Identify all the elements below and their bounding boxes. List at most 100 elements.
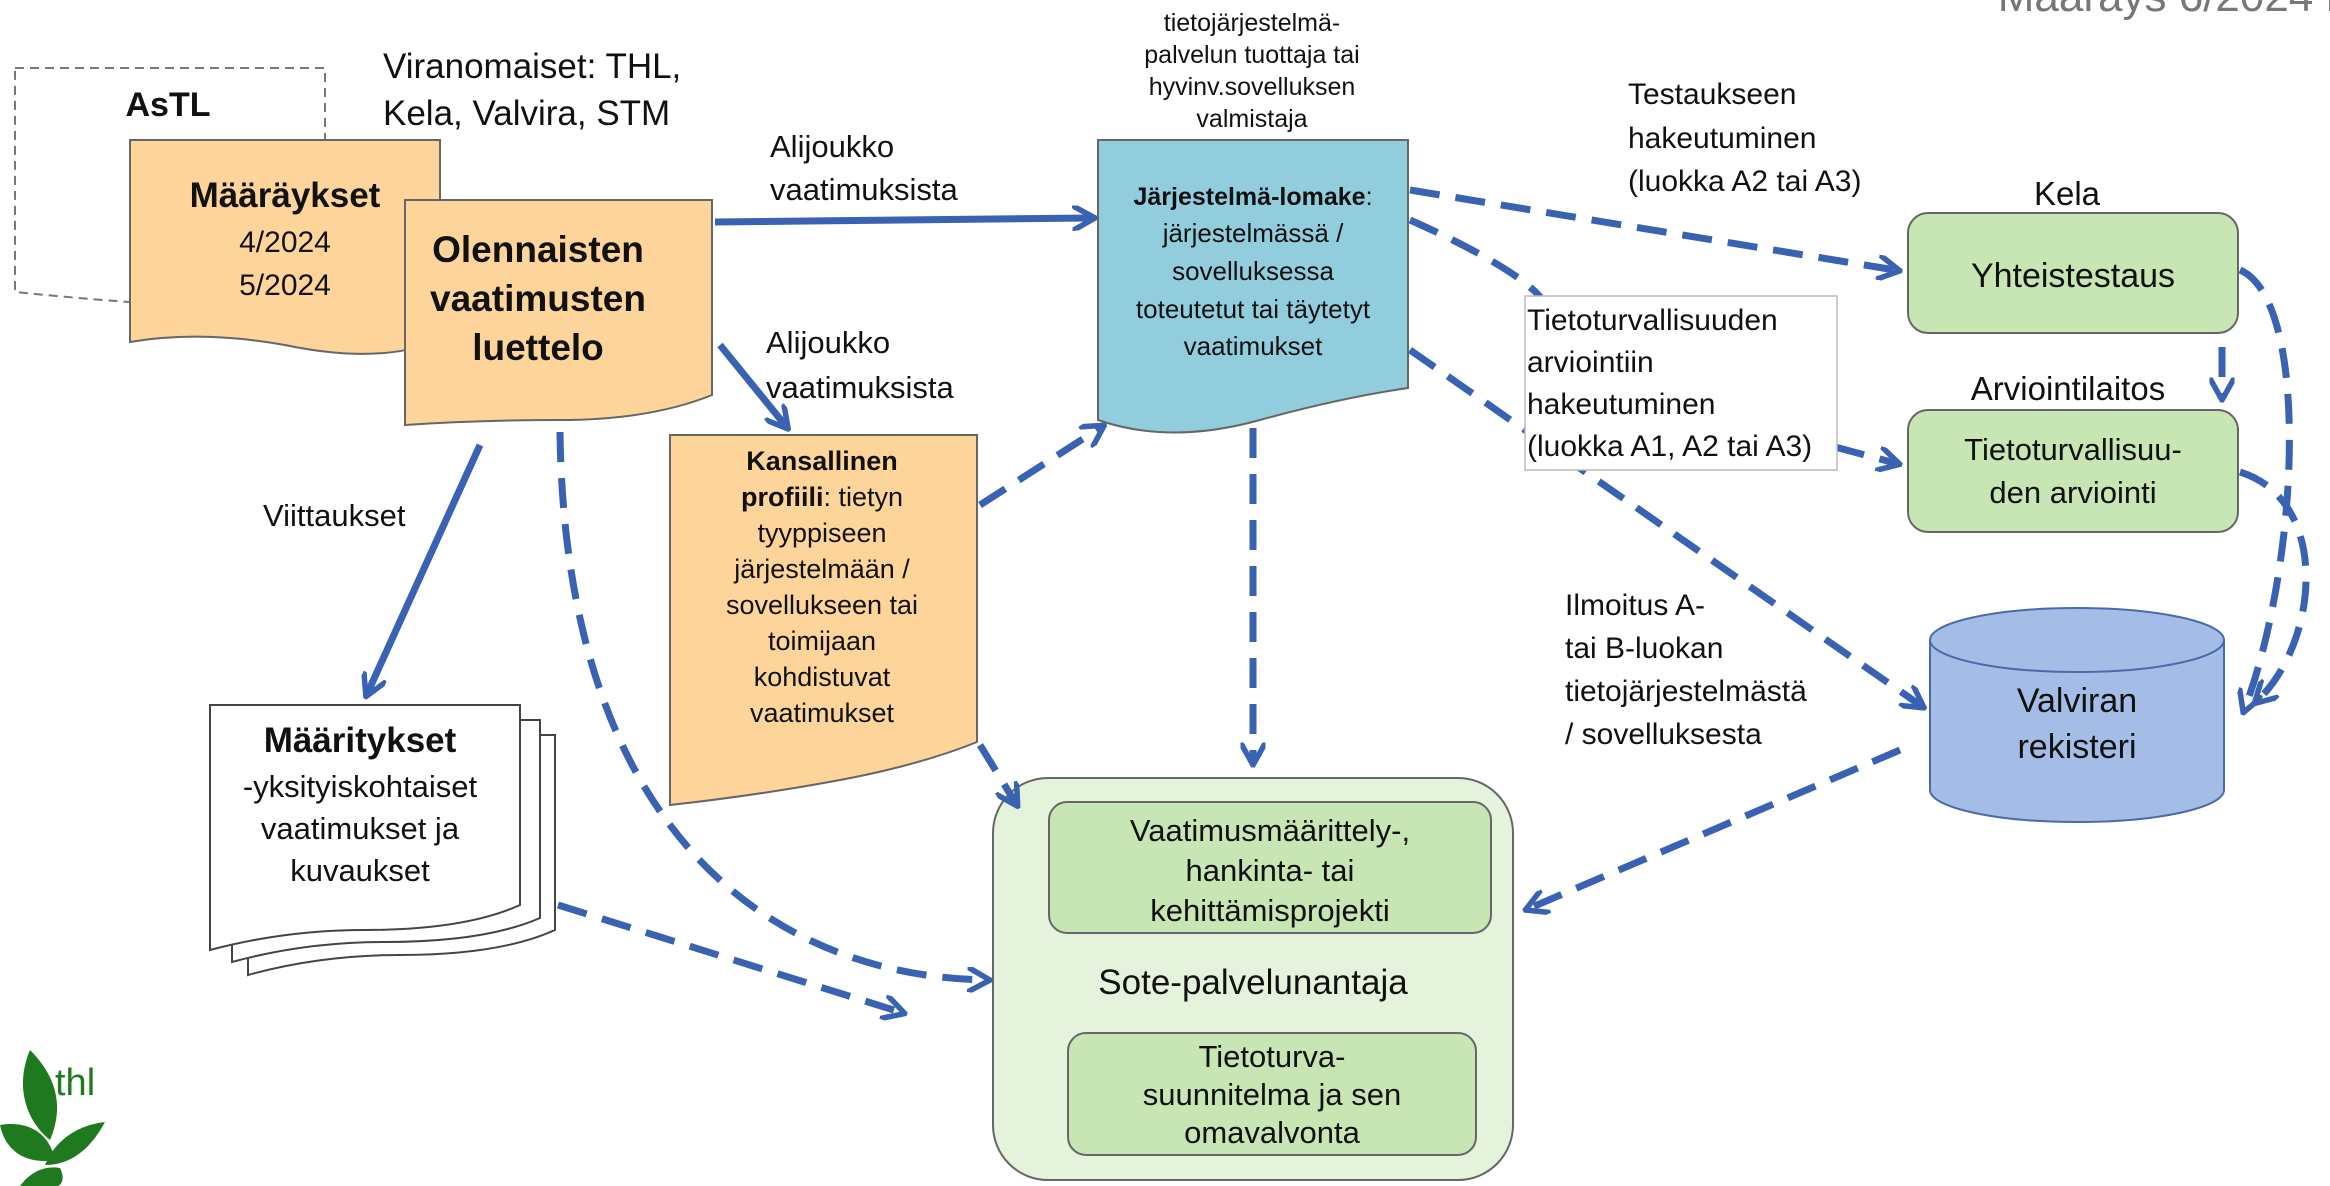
ilmoitus-line4: / sovelluksesta [1565, 718, 1762, 751]
lomake-node: Järjestelmä-lomake: järjestelmässä / sov… [1097, 139, 1409, 434]
profiili-line8: vaatimukset [750, 698, 895, 728]
arviointi-node: Tietoturvallisuu- den arviointi [1907, 409, 2239, 533]
header-partial-title: Määräys 6/2024 L [1998, 0, 2330, 22]
profiili-line3: tyyppiseen [757, 518, 886, 548]
tietoturva-line1: Tietoturvallisuuden [1527, 304, 1778, 337]
logo-leaf-left [0, 1124, 55, 1161]
viranomaiset-line2: Kela, Valvira, STM [383, 94, 670, 133]
ilmoitus-line2: tai B-luokan [1565, 632, 1723, 665]
testaus-line2: hakeutuminen [1628, 122, 1816, 155]
profiili-bold1: Kansallinen [746, 446, 898, 476]
valvira-node: Valviran rekisteri [1929, 607, 2225, 823]
vaatimus-projekti-node: Vaatimusmäärittely-, hankinta- tai kehit… [1048, 801, 1492, 934]
maaritykset-line2: vaatimukset ja [261, 811, 460, 846]
lomake-top-text: tietojärjestelmä- palvelun tuottaja tai … [1144, 9, 1359, 133]
testaus-line1: Testaukseen [1628, 78, 1796, 111]
label-testaus: Testaukseen hakeutuminen (luokka A2 tai … [1628, 78, 1861, 198]
edge-luettelo-maaritykset [368, 443, 484, 692]
suunnitelma-line1: Tietoturva- [1198, 1039, 1345, 1074]
sote-label: Sote-palvelunantaja [1098, 963, 1408, 1002]
alijoukko-2-line1: Alijoukko [766, 325, 890, 360]
maaraykset-line1: 4/2024 [239, 226, 331, 259]
yhteistestaus-node: Yhteistestaus [1907, 212, 2239, 334]
edge-lomake-valvira [1408, 347, 1920, 705]
edge-yhteistestaus-valvira [2240, 266, 2293, 708]
arviointi-line2: den arviointi [1989, 475, 2156, 510]
lomake-line5: vaatimukset [1184, 331, 1323, 361]
alijoukko-1-line2: vaatimuksista [770, 172, 959, 207]
maaritykset-node: Määritykset -yksityiskohtaiset vaatimuks… [209, 704, 556, 977]
arviointilaitos-label: Arviointilaitos [1971, 370, 2165, 407]
lomake-top-line1: tietojärjestelmä- [1164, 9, 1340, 37]
profiili-line5: sovellukseen tai [726, 590, 918, 620]
vaatimus-projekti-line1: Vaatimusmäärittely-, [1130, 813, 1410, 848]
maaritykset-line1: -yksityiskohtaiset [243, 769, 478, 804]
edge-valvira-sote [1530, 746, 1902, 908]
logo-leaf-top [22, 1050, 58, 1140]
maaraykset-node: Määräykset 4/2024 5/2024 [129, 139, 441, 355]
edge-luettelo-sote [556, 431, 985, 980]
maaritykset-line3: kuvaukset [290, 853, 430, 888]
tietoturva-line3: hakeutuminen [1527, 388, 1715, 421]
lomake-line1: Järjestelmä-lomake: [1133, 183, 1372, 211]
suunnitelma-line3: omavalvonta [1184, 1115, 1361, 1150]
profiili-line6: toimijaan [768, 626, 876, 656]
edge-profiili-lomake [978, 428, 1100, 508]
edge-profiili-sote [977, 743, 1015, 802]
lomake-line3: sovelluksessa [1172, 256, 1334, 286]
logo-text: thl [55, 1062, 95, 1104]
profiili-line2: profiili: tietyn [741, 482, 903, 512]
tietoturva-line2: arviointiin [1527, 346, 1654, 379]
lomake-line4: toteutetut tai täytetyt [1136, 294, 1371, 324]
ilmoitus-line3: tietojärjestelmästä [1565, 675, 1807, 708]
label-alijoukko-2: Alijoukko vaatimuksista [766, 325, 955, 405]
lomake-bold: Järjestelmä-lomake [1133, 183, 1365, 211]
maaraykset-line2: 5/2024 [239, 269, 331, 302]
vaatimus-projekti-line3: kehittämisprojekti [1150, 893, 1389, 928]
profiili-line7: kohdistuvat [754, 662, 891, 692]
maaritykset-title: Määritykset [264, 721, 457, 760]
arviointi-line1: Tietoturvallisuu- [1964, 432, 2182, 467]
lomake-top-line4: valmistaja [1196, 105, 1307, 133]
suunnitelma-line2: suunnitelma ja sen [1143, 1077, 1402, 1112]
viranomaiset-line1: Viranomaiset: THL, [383, 47, 681, 86]
label-ilmoitus: Ilmoitus A- tai B-luokan tietojärjestelm… [1565, 589, 1807, 751]
tietoturva-line4: (luokka A1, A2 tai A3) [1527, 430, 1812, 463]
lomake-top-line3: hyvinv.sovelluksen [1149, 73, 1356, 101]
label-alijoukko-1: Alijoukko vaatimuksista [770, 129, 959, 207]
edge-arviointi-valvira [2238, 468, 2310, 700]
luettelo-node: Olennaisten vaatimusten luettelo [404, 199, 713, 427]
valvira-line1: Valviran [2017, 682, 2137, 720]
edge-tietoturva-arviointi [1834, 443, 1895, 463]
vaatimus-projekti-line2: hankinta- tai [1186, 853, 1355, 888]
thl-logo: thl [0, 1050, 105, 1186]
yhteistestaus-label: Yhteistestaus [1971, 257, 2175, 295]
lomake-line2: järjestelmässä / [1162, 218, 1344, 248]
lomake-rest: : [1366, 183, 1373, 211]
luettelo-line2: vaatimusten [430, 278, 646, 319]
edge-lomake-yhteistestaus [1409, 186, 1895, 270]
maaraykset-title: Määräykset [190, 176, 381, 215]
edge-maaritykset-sote [556, 901, 900, 1012]
alijoukko-2-line2: vaatimuksista [766, 370, 955, 405]
alijoukko-1-line1: Alijoukko [770, 129, 894, 164]
profiili-line4: järjestelmään / [733, 554, 910, 584]
testaus-line3: (luokka A2 tai A3) [1628, 165, 1861, 198]
luettelo-line1: Olennaisten [432, 229, 644, 270]
profiili-bold2: profiili [741, 482, 824, 512]
logo-leaf-bottom [20, 1167, 63, 1186]
luettelo-line3: luettelo [472, 327, 604, 368]
viranomaiset-text: Viranomaiset: THL, Kela, Valvira, STM [383, 47, 681, 133]
edge-luettelo-profiili [717, 342, 785, 425]
kela-label: Kela [2034, 175, 2101, 212]
valvira-line2: rekisteri [2017, 728, 2136, 766]
edge-lomake-tietoturva [1408, 216, 1549, 307]
logo-leaf-right [45, 1122, 105, 1165]
suunnitelma-node: Tietoturva- suunnitelma ja sen omavalvon… [1067, 1032, 1477, 1156]
lomake-top-line2: palvelun tuottaja tai [1144, 41, 1359, 69]
astl-label: AsTL [126, 86, 211, 124]
edge-luettelo-lomake [714, 218, 1090, 222]
ilmoitus-line1: Ilmoitus A- [1565, 589, 1705, 622]
profiili-node: Kansallinen profiili: tietyn tyyppiseen … [669, 434, 978, 807]
